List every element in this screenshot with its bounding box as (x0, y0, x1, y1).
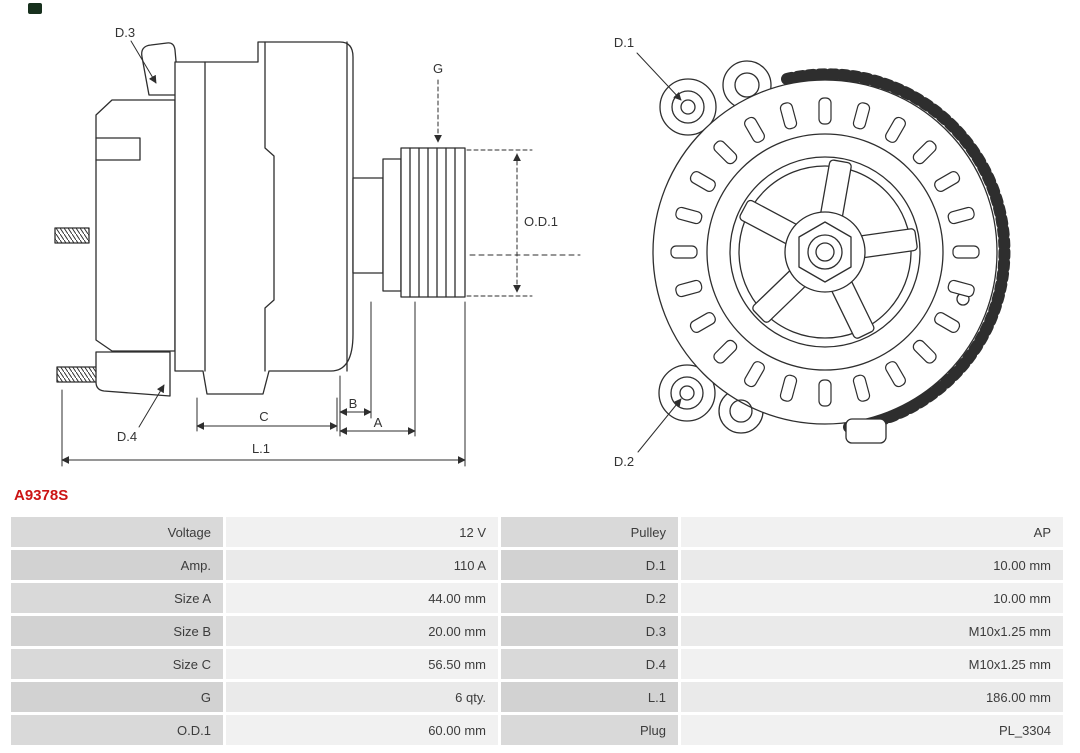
spec-label-cell: O.D.1 (11, 715, 223, 745)
dim-label-d4: D.4 (117, 429, 137, 444)
pulley-side (400, 147, 466, 298)
table-row: Size A 44.00 mm D.2 10.00 mm (11, 583, 1063, 613)
regulator-detail (95, 137, 141, 161)
dim-label-d1: D.1 (614, 35, 634, 50)
corner-icon (28, 3, 42, 14)
spec-label-cell: Voltage (11, 517, 223, 547)
hole-d2 (679, 385, 695, 401)
shaft (352, 177, 384, 274)
spec-label-cell: D.1 (501, 550, 678, 580)
spec-value-cell: 10.00 mm (681, 583, 1063, 613)
spec-value-cell: 6 qty. (226, 682, 498, 712)
side-view-labels: D.3 G O.D.1 D.4 C B A L.1 (115, 25, 558, 456)
table-row: Size B 20.00 mm D.3 M10x1.25 mm (11, 616, 1063, 646)
spec-value-cell: PL_3304 (681, 715, 1063, 745)
spec-label-cell: D.3 (501, 616, 678, 646)
body-outline (174, 41, 354, 395)
spec-value-cell: AP (681, 517, 1063, 547)
terminal-stud-icon (54, 227, 90, 244)
hole-d1 (680, 99, 696, 115)
table-row: G 6 qty. L.1 186.00 mm (11, 682, 1063, 712)
d2-leader-line (637, 398, 682, 453)
pulley-grooves (409, 147, 456, 298)
body-face-ring (706, 133, 944, 371)
front-view-drawing (652, 60, 1011, 444)
d4-leader-line (138, 384, 165, 428)
spec-value-cell: 12 V (226, 517, 498, 547)
d3-leader-line (130, 40, 157, 84)
spec-label-cell: D.4 (501, 649, 678, 679)
side-view-dimensions (61, 40, 581, 467)
spec-label-cell: Size B (11, 616, 223, 646)
spec-label-cell: Pulley (501, 517, 678, 547)
dim-label-g: G (433, 61, 443, 76)
dim-label-a: A (374, 415, 383, 430)
dim-label-d3: D.3 (115, 25, 135, 40)
side-view-drawing (54, 41, 466, 397)
spec-value-cell: 44.00 mm (226, 583, 498, 613)
spec-label-cell: Size A (11, 583, 223, 613)
d1-leader-line (636, 52, 682, 101)
mount-lug-bottom (95, 351, 171, 397)
spec-value-cell: 110 A (226, 550, 498, 580)
dim-label-l1: L.1 (252, 441, 270, 456)
connector-detail (845, 418, 887, 444)
front-view-labels: D.1 D.2 (614, 35, 634, 469)
table-row: O.D.1 60.00 mm Plug PL_3304 (11, 715, 1063, 745)
spec-value-cell: M10x1.25 mm (681, 649, 1063, 679)
spec-label-cell: G (11, 682, 223, 712)
spec-value-cell: M10x1.25 mm (681, 616, 1063, 646)
table-row: Size C 56.50 mm D.4 M10x1.25 mm (11, 649, 1063, 679)
spec-value-cell: 20.00 mm (226, 616, 498, 646)
spec-value-cell: 10.00 mm (681, 550, 1063, 580)
spec-value-cell: 60.00 mm (226, 715, 498, 745)
shaft-nut (798, 221, 852, 283)
front-view-leaders (636, 52, 682, 453)
dim-label-c: C (259, 409, 268, 424)
spec-value-cell: 186.00 mm (681, 682, 1063, 712)
technical-drawing: D.3 G O.D.1 D.4 C B A L.1 (54, 25, 1011, 469)
part-number: A9378S (14, 487, 69, 504)
dim-label-d2: D.2 (614, 454, 634, 469)
dim-label-od1: O.D.1 (524, 214, 558, 229)
spec-label-cell: Plug (501, 715, 678, 745)
housing-seam (264, 41, 275, 372)
spec-value-cell: 56.50 mm (226, 649, 498, 679)
spec-label-cell: Amp. (11, 550, 223, 580)
tooth-ring (781, 68, 1011, 433)
spec-label-cell: Size C (11, 649, 223, 679)
spec-table: Voltage 12 V Pulley AP Amp. 110 A D.1 10… (8, 514, 1066, 748)
spec-label-cell: L.1 (501, 682, 678, 712)
table-row: Amp. 110 A D.1 10.00 mm (11, 550, 1063, 580)
spec-label-cell: D.2 (501, 583, 678, 613)
table-row: Voltage 12 V Pulley AP (11, 517, 1063, 547)
pulley-flange (382, 158, 402, 292)
dim-label-b: B (349, 396, 358, 411)
mount-stud-icon (56, 366, 98, 383)
